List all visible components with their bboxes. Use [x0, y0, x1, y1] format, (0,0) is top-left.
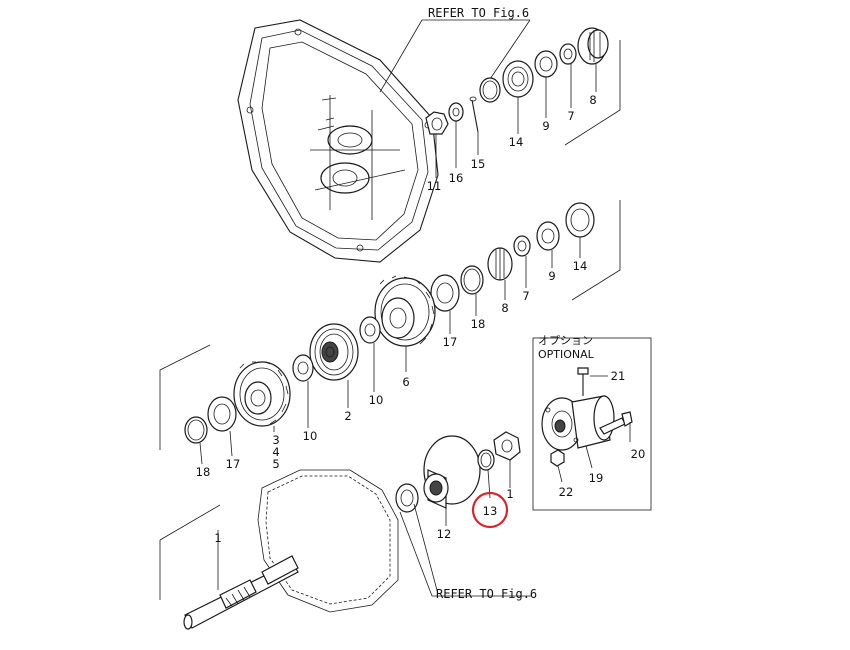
label-21: 21 [611, 369, 626, 383]
top-refer-callout: REFER TO Fig.6 [379, 6, 531, 93]
gear-6 [374, 275, 436, 347]
label-10-left: 10 [303, 429, 318, 443]
o-ring-13 [477, 449, 495, 499]
optional-label-en: OPTIONAL [538, 348, 595, 361]
bottom-refer-text: REFER TO Fig.6 [436, 587, 537, 601]
ball-bearing-14-mid [565, 202, 595, 238]
clutch-gear-2 [309, 323, 359, 381]
housing-cover [237, 19, 439, 263]
label-5: 5 [272, 457, 279, 471]
label-18-mid: 18 [471, 317, 486, 331]
optional-box: オプション OPTIONAL [532, 334, 652, 511]
label-22: 22 [559, 485, 574, 499]
label-1: 1 [214, 531, 221, 545]
top-shaft-parts [425, 27, 621, 178]
part-number-labels: 8 7 9 14 15 16 11 14 9 7 8 18 17 6 10 2 … [196, 93, 646, 545]
label-6: 6 [402, 375, 409, 389]
label-16: 16 [449, 171, 464, 185]
bottom-refer-callout: REFER TO Fig.6 [399, 503, 537, 601]
needle-bearing-8-top [577, 27, 609, 65]
label-11-lower: 1 [506, 487, 513, 501]
main-shaft-1 [159, 504, 299, 630]
label-18-left: 18 [196, 465, 211, 479]
label-7-mid: 7 [522, 289, 529, 303]
oil-seal [395, 483, 419, 513]
label-2: 2 [344, 409, 351, 423]
label-20: 20 [631, 447, 646, 461]
top-refer-text: REFER TO Fig.6 [428, 6, 529, 20]
needle-bearing-8-mid [487, 247, 513, 281]
label-3: 3 [272, 433, 279, 447]
flange-12 [423, 435, 481, 526]
label-9-mid: 9 [548, 269, 555, 283]
label-9-top: 9 [542, 119, 549, 133]
lower-housing [257, 469, 399, 613]
label-7-top: 7 [567, 109, 574, 123]
optional-label-jp: オプション [538, 334, 593, 347]
highlight-circle-13 [471, 491, 509, 529]
label-11: 11 [427, 179, 442, 193]
label-12: 12 [437, 527, 452, 541]
nut-11-lower [493, 431, 521, 488]
label-19: 19 [589, 471, 604, 485]
label-15: 15 [471, 157, 486, 171]
label-17-mid: 17 [443, 335, 458, 349]
label-8-mid: 8 [501, 301, 508, 315]
label-8-top: 8 [589, 93, 596, 107]
middle-shaft-parts [159, 200, 621, 465]
label-10-mid: 10 [369, 393, 384, 407]
label-17-left: 17 [226, 457, 241, 471]
ball-bearing-14-top [502, 60, 534, 98]
label-14-top: 14 [509, 135, 524, 149]
label-14-mid: 14 [573, 259, 588, 273]
label-4: 4 [272, 445, 279, 459]
gear-3-4-5 [233, 361, 291, 427]
label-13: 13 [483, 504, 498, 518]
